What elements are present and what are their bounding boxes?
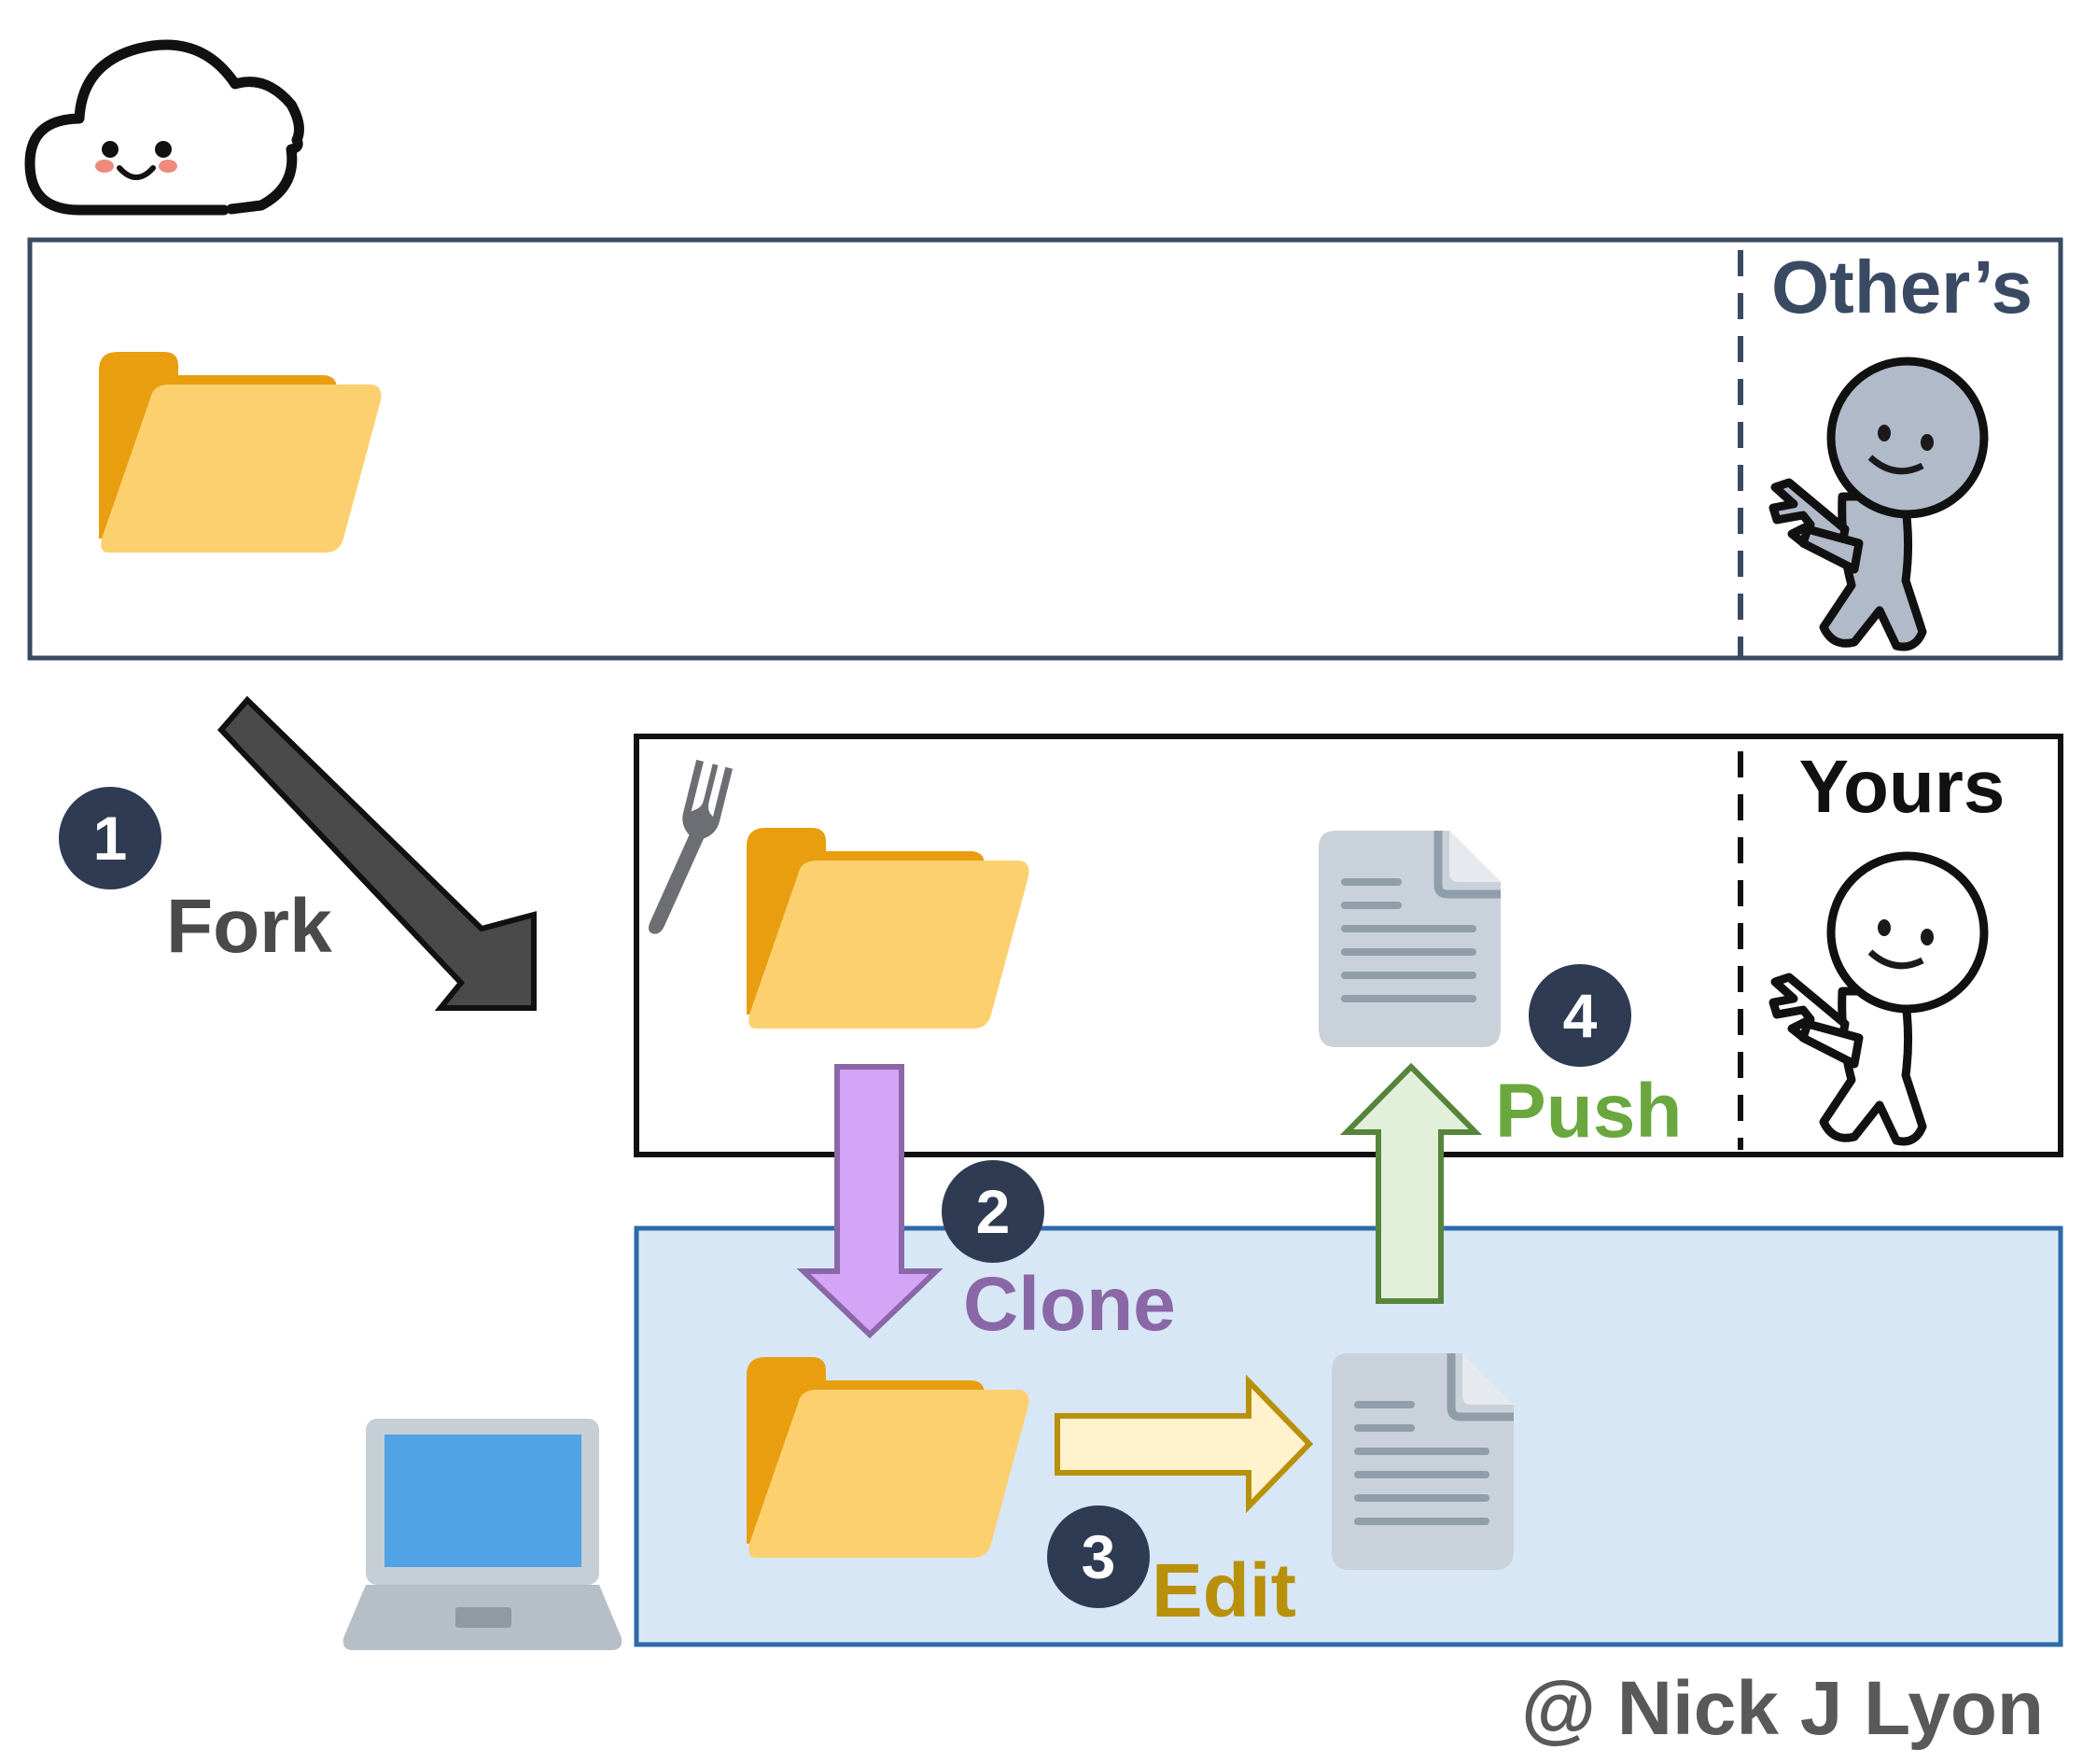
svg-text:4: 4 xyxy=(1563,981,1598,1050)
others-label: Other’s xyxy=(1771,245,2033,329)
credit-label: @ Nick J Lyon xyxy=(1521,1666,2044,1751)
fork-label: Fork xyxy=(166,884,332,969)
svg-text:1: 1 xyxy=(93,804,128,873)
push-arrow xyxy=(1339,1062,1483,1304)
laptop-icon xyxy=(343,1419,622,1650)
edit-arrow xyxy=(1055,1374,1314,1514)
cloud-icon xyxy=(24,39,304,216)
svg-text:2: 2 xyxy=(976,1177,1011,1246)
fork-icon xyxy=(648,760,734,934)
document-icon xyxy=(1319,831,1501,1047)
step-badge-4: 4 xyxy=(1529,964,1631,1067)
edit-label: Edit xyxy=(1152,1548,1296,1633)
clone-arrow xyxy=(796,1064,944,1339)
yours-label: Yours xyxy=(1799,745,2006,828)
fork-arrow xyxy=(217,695,537,1011)
svg-text:3: 3 xyxy=(1082,1522,1116,1591)
step-badge-3: 3 xyxy=(1047,1505,1150,1608)
clone-label: Clone xyxy=(963,1262,1176,1347)
others-repo-box xyxy=(27,237,2063,661)
step-badge-2: 2 xyxy=(942,1160,1044,1263)
push-label: Push xyxy=(1495,1069,1682,1154)
step-badge-1: 1 xyxy=(59,787,161,889)
document-icon xyxy=(1332,1353,1514,1570)
